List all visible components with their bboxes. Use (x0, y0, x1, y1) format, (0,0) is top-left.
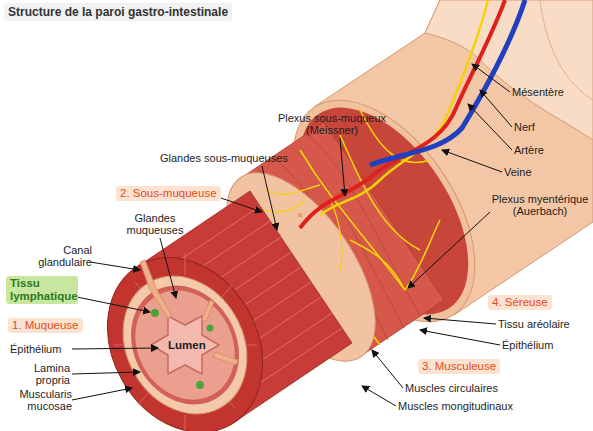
muscularis-mucosae-ring (110, 266, 260, 424)
part-label: Épithélium (502, 339, 553, 351)
layer-tag: 4. Séreuse (488, 295, 552, 310)
part-label: Artère (514, 144, 544, 156)
part-label: Plexus myentérique (Auerbach) (488, 193, 592, 217)
part-label: Lamina propria (10, 362, 70, 386)
lymphatic-tissue (196, 381, 204, 389)
lymphatic-tissue (207, 325, 214, 332)
lymphatic-tissue (151, 309, 159, 317)
mesentery-fold (540, 0, 593, 100)
part-label: Glandes sous-muqueuses (160, 152, 288, 164)
part-label: Muscles circulaires (405, 382, 498, 394)
layer-tag: 2. Sous-muqueuse (116, 186, 221, 201)
nerve (320, 0, 488, 215)
part-label: Lumen (168, 339, 206, 351)
part-label: Tissu aréolaire (498, 318, 570, 330)
mucosa-ring (116, 272, 254, 418)
part-label: Muscularis mucosae (6, 388, 72, 412)
layer-name: 2. Sous-muqueuse (120, 187, 217, 200)
layer-tag: 3. Musculeuse (418, 359, 500, 374)
layer-name: 3. Musculeuse (422, 360, 496, 373)
part-label: Canal glandulaire (30, 244, 92, 268)
part-label: Mésentère (512, 86, 564, 98)
muscle-ring (77, 229, 294, 431)
lumen (151, 316, 219, 374)
layer-name: 4. Séreuse (492, 296, 548, 309)
part-label: Glandes muqueuses (122, 212, 188, 236)
part-label: Muscles mongitudinaux (398, 400, 513, 412)
layer-name: Tissu lymphatique (10, 277, 74, 303)
layer-tag: Tissu lymphatique (6, 276, 78, 304)
part-label: Veine (504, 166, 532, 178)
gland-ducts (140, 260, 238, 365)
submucosal-gland (298, 213, 303, 218)
part-label: Nerf (514, 121, 535, 133)
layer-name: 1. Muqueuse (12, 319, 79, 332)
part-label: Plexus sous-muqueux (Meissner) (272, 112, 392, 136)
vein (370, 0, 525, 165)
part-label: Épithélium (10, 343, 61, 355)
layer-tag: 1. Muqueuse (8, 318, 83, 333)
submucosa-ring (99, 254, 271, 431)
leader-lines (72, 64, 512, 406)
diagram-title: Structure de la paroi gastro-intestinale (4, 3, 232, 21)
